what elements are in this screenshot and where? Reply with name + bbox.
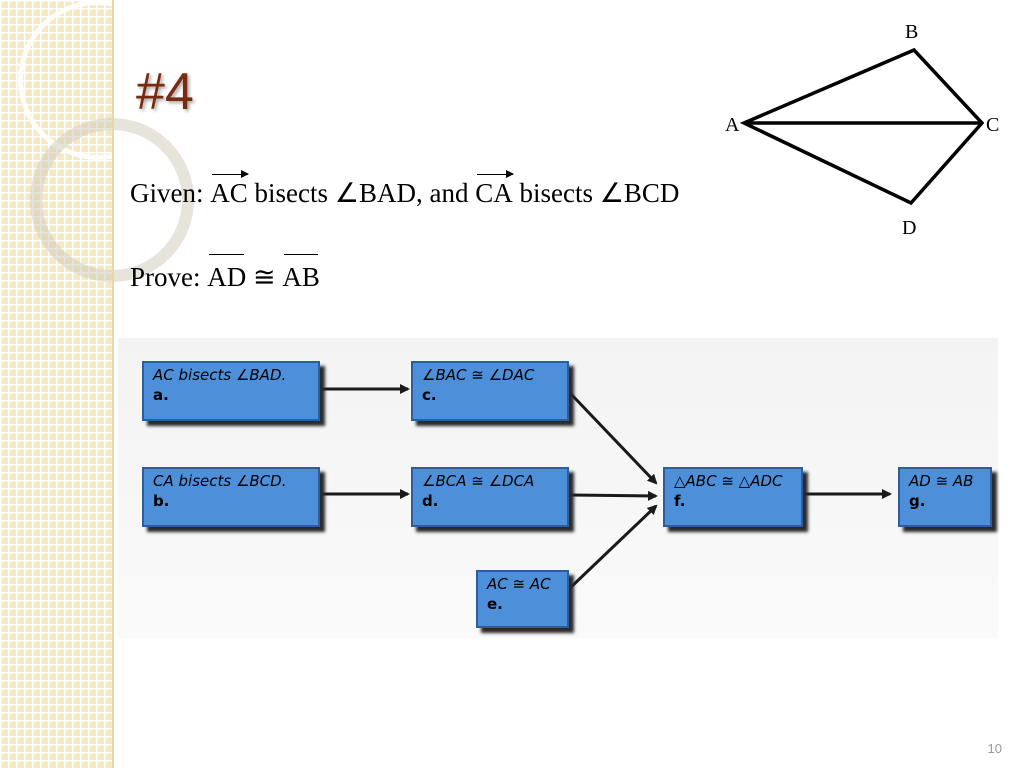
arrow-c-to-f [568,391,658,485]
flow-box-f-text: △ABC ≅ △ADC [674,472,783,490]
given-prefix: Given: [130,178,211,208]
flow-box-e: AC ≅ AC e. [476,570,569,628]
vertex-label-b: B [905,21,918,43]
flow-box-b: CA bisects ∠BCD. b. [142,467,320,527]
congruent-symbol: ≅ [246,262,283,292]
segment-ad: AD [207,254,247,292]
flow-box-f: △ABC ≅ △ADC f. [663,467,803,527]
given-middle-1: bisects ∠BAD, and [247,178,476,208]
flow-arrows [322,384,892,590]
given-statement: Given: AC bisects ∠BAD, and CA bisects ∠… [130,170,680,209]
flow-box-g: AD ≅ AB g. [898,467,992,527]
flow-box-b-label: b. [153,492,170,510]
flow-box-c-label: c. [422,386,437,404]
sidebar-divider [112,0,114,768]
flow-box-g-text: AD ≅ AB [909,472,974,490]
flow-box-a: AC bisects ∠BAD. a. [142,361,320,421]
ray-ca: CA [475,170,514,208]
flow-box-d-text: ∠BCA ≅ ∠DCA [422,472,535,490]
ray-ac: AC [210,170,249,208]
flow-box-c-text: ∠BAC ≅ ∠DAC [422,366,535,384]
arrow-d-to-f [569,490,658,501]
flow-box-b-text: CA bisects ∠BCD. [153,472,287,490]
kite-outline [739,47,985,206]
decorative-sidebar [0,0,194,768]
vertex-label-d: D [902,217,916,239]
flow-box-d: ∠BCA ≅ ∠DCA d. [411,467,569,527]
kite-figure: B A C D [725,21,999,239]
slide-title: #4 [136,63,194,121]
flow-box-g-label: g. [909,492,926,510]
flow-box-f-label: f. [674,492,686,510]
flow-box-e-text: AC ≅ AC [487,575,551,593]
segment-ab: AB [282,254,320,292]
flow-box-e-label: e. [487,595,503,613]
flow-box-c: ∠BAC ≅ ∠DAC c. [411,361,569,421]
vertex-label-a: A [725,114,740,136]
prove-statement: Prove: AD ≅ AB [130,254,320,293]
given-middle-2: bisects ∠BCD [512,178,680,208]
flow-box-a-label: a. [153,386,169,404]
slide-number: 10 [987,741,1002,756]
arrow-e-to-f [568,504,658,590]
flow-box-a-text: AC bisects ∠BAD. [153,366,287,384]
prove-prefix: Prove: [130,262,208,292]
flow-box-d-label: d. [422,492,439,510]
vertex-label-c: C [986,114,999,136]
